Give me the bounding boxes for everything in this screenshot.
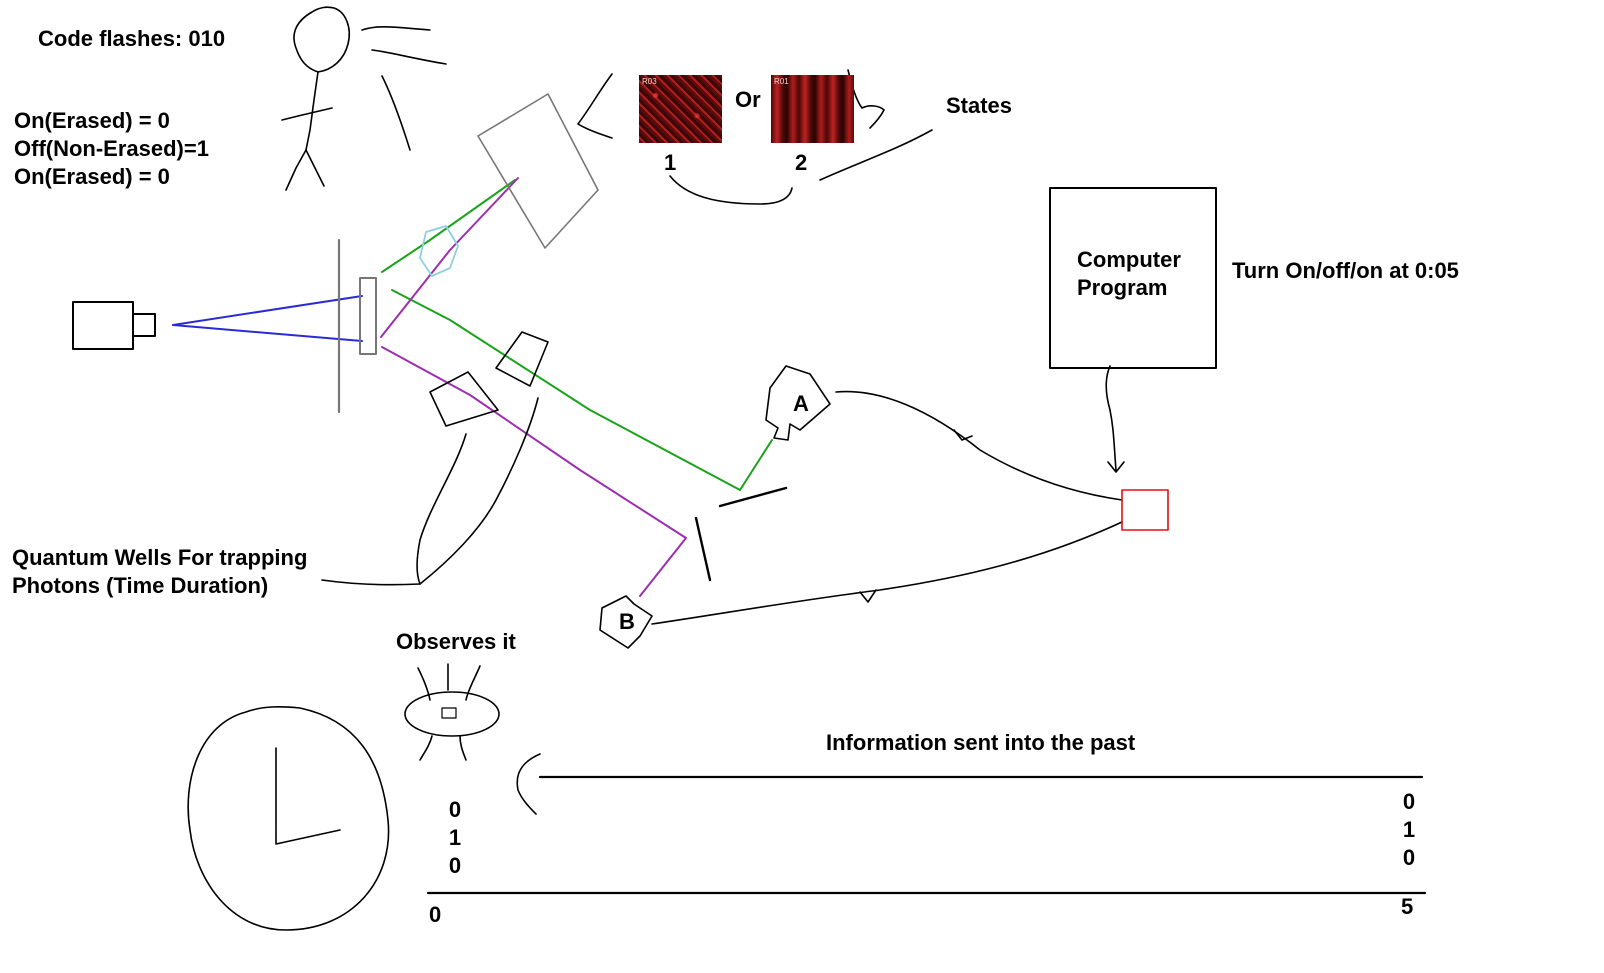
detector-b-shape — [599, 595, 653, 649]
state-1-number: 1 — [664, 150, 677, 175]
clock-icon — [187, 706, 390, 931]
or-label: Or — [735, 87, 761, 112]
states-label: States — [946, 93, 1013, 118]
camera-icon — [72, 301, 156, 350]
right-bit: 0 — [1402, 789, 1416, 814]
interference-pattern-2: R01 — [771, 75, 854, 143]
computer-line-2: Program — [1077, 275, 1168, 300]
observer-eye — [404, 663, 541, 815]
timeline-start: 0 — [429, 902, 442, 927]
detector-b-label: B — [619, 609, 635, 634]
beam-splitters — [694, 486, 788, 582]
observer-label: Observes it — [396, 629, 516, 654]
detector-a-label: A — [793, 391, 809, 416]
left-bit: 0 — [448, 797, 462, 822]
wells-line-2: Photons (Time Duration) — [12, 573, 269, 598]
turn-timing-label: Turn On/off/on at 0:05 — [1232, 258, 1459, 283]
right-bits: 0 1 0 — [1394, 788, 1424, 872]
pattern-1-tag: R03 — [642, 77, 657, 86]
pattern-2-tag: R01 — [774, 77, 789, 86]
signal-wires — [651, 365, 1125, 625]
timeline-end: 5 — [1401, 894, 1414, 919]
bbo-crystal — [359, 277, 377, 355]
states-connectors — [577, 69, 933, 205]
interference-pattern-1: R03 — [639, 75, 722, 143]
detector-a-shape — [765, 365, 831, 441]
code-title: Code flashes: 010 — [38, 26, 226, 51]
right-bit: 0 — [1402, 845, 1416, 870]
right-bit: 1 — [1402, 817, 1416, 842]
left-bit: 1 — [448, 825, 462, 850]
code-line-1: On(Erased) = 0 — [14, 108, 170, 133]
left-bit: 0 — [448, 853, 462, 878]
computer-program-box — [1049, 187, 1217, 369]
state-2-number: 2 — [795, 150, 808, 175]
detector-d0 — [477, 93, 599, 249]
signal-photon-path — [380, 177, 687, 597]
coincidence-counter — [1121, 489, 1169, 531]
wells-line-1: Quantum Wells For trapping — [12, 545, 308, 570]
eraser-crystal — [419, 225, 459, 277]
timeline-label: Information sent into the past — [826, 730, 1136, 755]
computer-line-1: Computer — [1077, 247, 1181, 272]
left-bits: 0 1 0 — [440, 796, 470, 880]
code-line-3: On(Erased) = 0 — [14, 164, 170, 189]
laser-beams — [172, 295, 363, 342]
quantum-wells — [321, 331, 549, 586]
code-line-2: Off(Non-Erased)=1 — [14, 136, 209, 161]
stick-figure — [281, 6, 447, 191]
idler-photon-path — [381, 179, 773, 491]
